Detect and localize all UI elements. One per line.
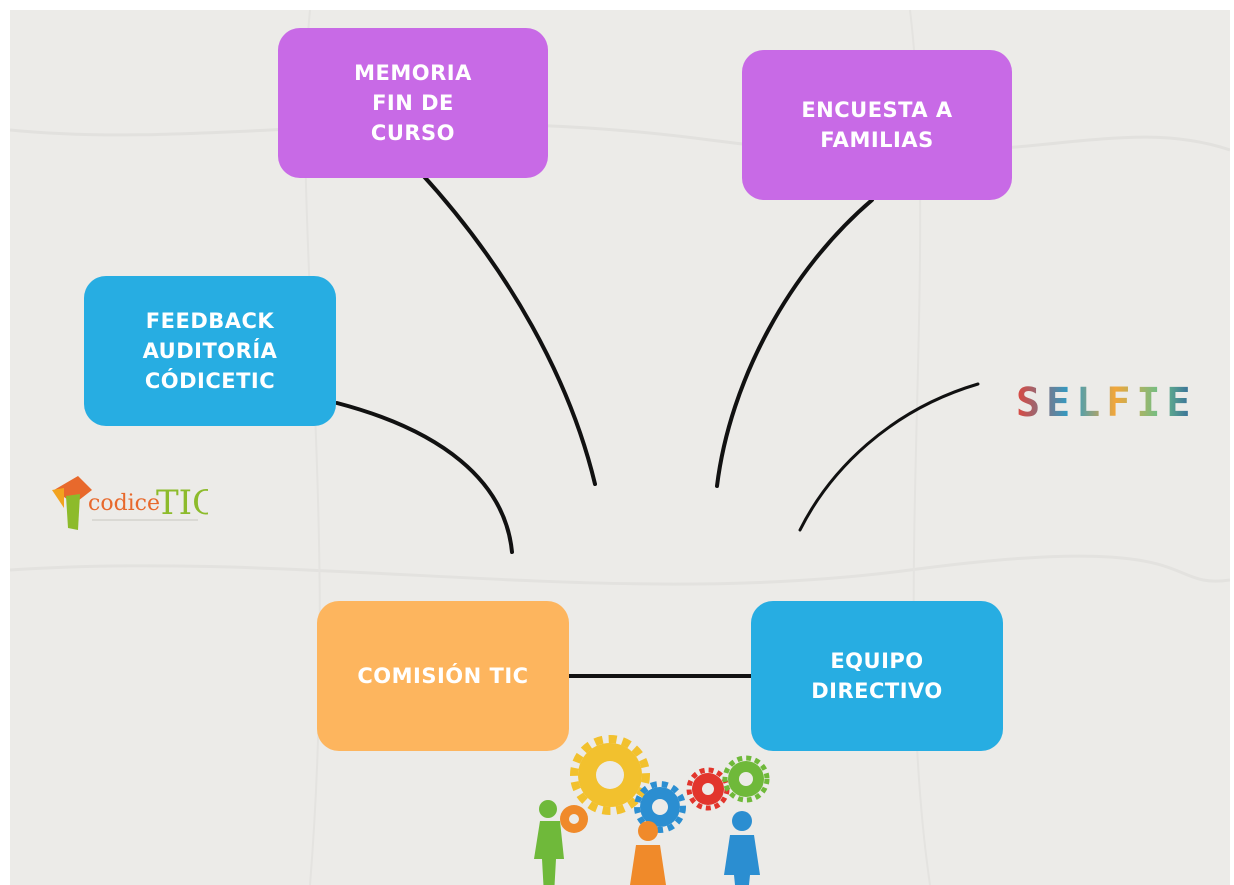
link-memoria [418,170,597,486]
selfie-text: SELFIE [1016,380,1197,426]
gear-icon [686,767,730,811]
node-equipo-directivo: EQUIPO DIRECTIVO [751,601,1003,751]
node-comision-label: COMISIÓN TIC [357,664,529,688]
link-encuesta [715,198,874,488]
codicetic-logo: codice TIC [52,476,208,530]
person-green-icon [534,800,564,885]
teamwork-gears-illustration [534,735,770,885]
gear-icon [634,781,686,833]
person-blue-icon [724,811,760,885]
node-equipo-label: EQUIPO DIRECTIVO [811,649,943,703]
link-feedback [335,401,514,554]
diagram-canvas: MEMORIA FIN DE CURSO ENCUESTA A FAMILIAS… [10,10,1230,885]
gear-icon [570,735,650,815]
node-feedback-auditoria: FEEDBACK AUDITORÍA CÓDICETIC [84,276,336,426]
gear-icon [722,755,770,803]
codice-mark-text: codice [88,491,160,516]
node-comision-tic: COMISIÓN TIC [317,601,569,751]
link-selfie [798,382,980,532]
selfie-logo: SELFIE [1016,380,1197,426]
gear-icon [560,805,588,833]
node-memoria-fin-de-curso: MEMORIA FIN DE CURSO [278,28,548,178]
node-encuesta-label: ENCUESTA A FAMILIAS [801,98,953,152]
codice-tic-text: TIC [156,483,208,523]
node-feedback-label: FEEDBACK AUDITORÍA CÓDICETIC [142,309,278,393]
person-orange-icon [630,821,666,885]
node-memoria-label: MEMORIA FIN DE CURSO [354,61,472,145]
node-encuesta-a-familias: ENCUESTA A FAMILIAS [742,50,1012,200]
connector-lines [335,170,980,678]
